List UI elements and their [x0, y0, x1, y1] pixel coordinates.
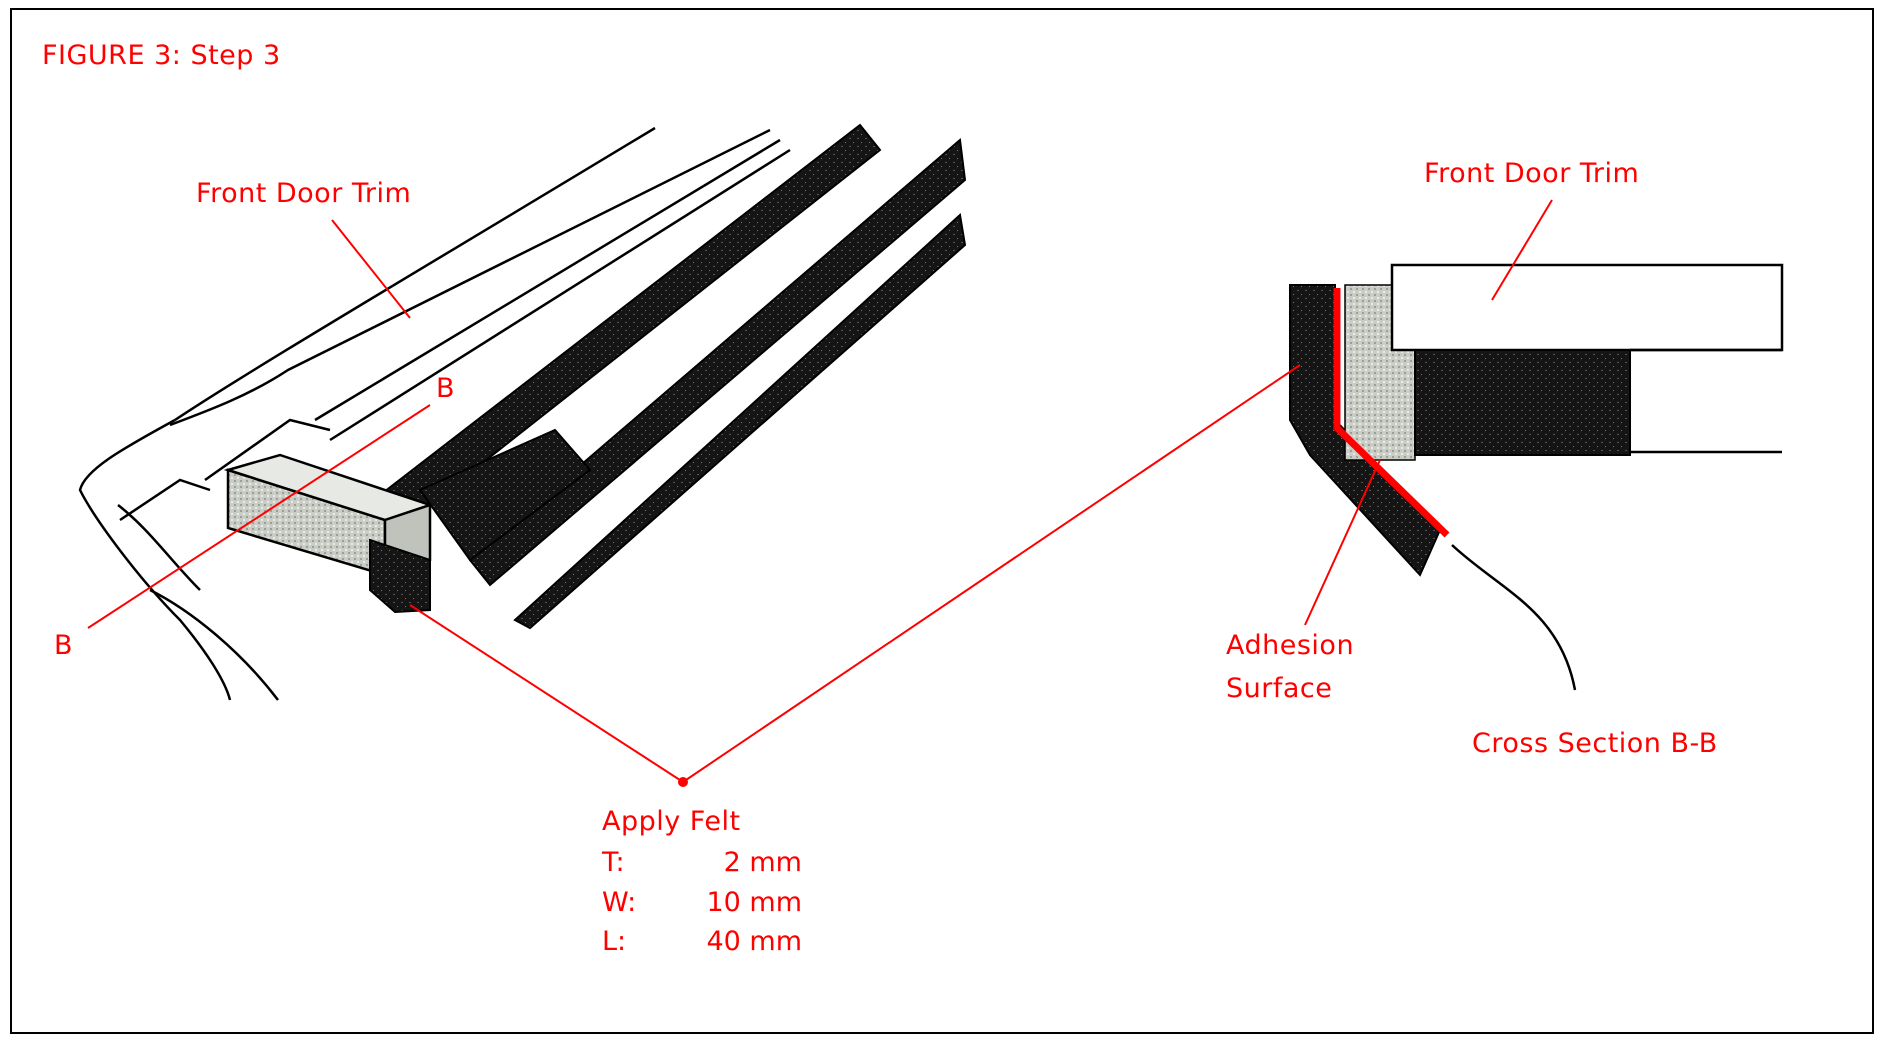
leader-front-door-trim-left	[331, 219, 411, 319]
trim-inner-corner	[119, 478, 211, 522]
felt-spec-l: L: 40 mm	[602, 926, 802, 957]
trim-ridge-1	[314, 138, 781, 422]
leader-adhesion	[1304, 459, 1381, 626]
section-trim-lower-edge	[1630, 348, 1782, 454]
leader-section-line	[87, 404, 431, 629]
felt-spec-w: W: 10 mm	[602, 887, 802, 918]
seal-strip-2	[468, 138, 967, 587]
door-trim-illustration	[78, 126, 791, 701]
felt-spec-t-value: 2 mm	[723, 847, 802, 878]
apply-felt-label: Apply Felt	[602, 806, 741, 837]
trim-lower-curve	[78, 418, 232, 701]
felt-pad-block	[223, 428, 592, 614]
section-mark-bottom: B	[54, 630, 74, 661]
adhesion-label-line1: Adhesion	[1226, 630, 1355, 661]
felt-spec-w-value: 10 mm	[706, 887, 802, 918]
felt-spec-l-key: L:	[602, 926, 627, 957]
trim-ridge-2	[329, 148, 791, 442]
leader-felt-left	[409, 604, 684, 783]
felt-spec-w-key: W:	[602, 887, 637, 918]
trim-lower-curve-3	[149, 588, 279, 701]
weather-strips	[378, 123, 967, 630]
figure-title: FIGURE 3: Step 3	[42, 40, 281, 71]
trim-outer-edge	[174, 126, 656, 422]
felt-spec-t: T: 2 mm	[602, 847, 802, 878]
section-mark-top: B	[436, 373, 456, 404]
section-dark-core	[1414, 349, 1631, 456]
felt-spec-l-value: 40 mm	[706, 926, 802, 957]
felt-end-cap	[369, 538, 431, 614]
cross-section-label: Cross Section B-B	[1472, 728, 1718, 759]
seal-strip-3	[513, 213, 967, 630]
seal-block	[418, 428, 592, 562]
trim-inner-edge	[169, 128, 771, 427]
section-lip-curve	[1451, 544, 1577, 691]
front-door-trim-label-left: Front Door Trim	[196, 178, 412, 209]
adhesion-label-line2: Surface	[1226, 673, 1333, 704]
section-trim-upper	[1390, 263, 1784, 352]
leader-front-door-trim-right	[1491, 199, 1553, 301]
felt-spec-t-key: T:	[602, 847, 625, 878]
leader-felt-right	[682, 364, 1301, 783]
trim-lower-curve-2	[117, 504, 201, 591]
adhesion-surface-line	[1333, 288, 1450, 538]
cross-section-b-b	[1289, 263, 1784, 691]
leader-lines	[87, 199, 1553, 787]
trim-step	[204, 418, 331, 482]
leader-node	[678, 777, 688, 787]
front-door-trim-label-right: Front Door Trim	[1424, 158, 1640, 189]
